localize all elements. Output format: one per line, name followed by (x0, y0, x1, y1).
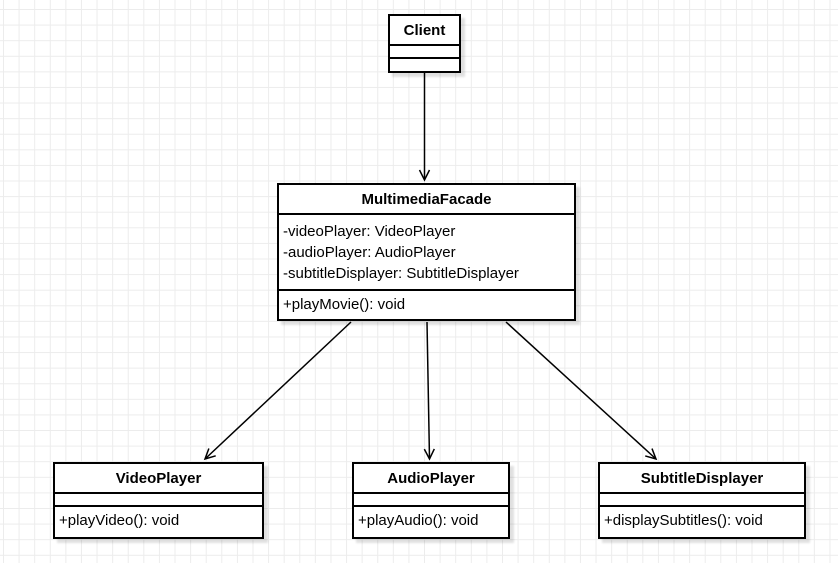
attribute-item: -subtitleDisplayer: SubtitleDisplayer (283, 265, 519, 282)
class-audioplayer[interactable]: AudioPlayer +playAudio(): void (352, 462, 510, 539)
class-client-methods (390, 59, 459, 71)
method-item: +playVideo(): void (59, 512, 180, 529)
edge-facade-to-videoplayer[interactable] (203, 321, 352, 461)
method-item: +playAudio(): void (358, 512, 479, 529)
class-subtitledisplayer[interactable]: SubtitleDisplayer +displaySubtitles(): v… (598, 462, 806, 539)
class-videoplayer[interactable]: VideoPlayer +playVideo(): void (53, 462, 264, 539)
class-multimediafacade-methods: +playMovie(): void (279, 291, 574, 319)
method-item: +displaySubtitles(): void (604, 512, 763, 529)
class-audioplayer-methods: +playAudio(): void (354, 507, 508, 537)
class-client-attributes (390, 46, 459, 59)
class-audioplayer-attributes (354, 494, 508, 507)
class-client-title: Client (390, 16, 459, 46)
class-audioplayer-title: AudioPlayer (354, 464, 508, 494)
edge-facade-to-subtitledisplayer[interactable] (505, 321, 658, 461)
edge-facade-to-audioplayer[interactable] (423, 321, 435, 461)
attribute-item: -videoPlayer: VideoPlayer (283, 223, 456, 240)
class-subtitledisplayer-attributes (600, 494, 804, 507)
class-multimediafacade-title: MultimediaFacade (279, 185, 574, 215)
class-subtitledisplayer-methods: +displaySubtitles(): void (600, 507, 804, 537)
class-videoplayer-title: VideoPlayer (55, 464, 262, 494)
class-videoplayer-methods: +playVideo(): void (55, 507, 262, 537)
class-videoplayer-attributes (55, 494, 262, 507)
class-subtitledisplayer-title: SubtitleDisplayer (600, 464, 804, 494)
method-item: +playMovie(): void (283, 296, 406, 313)
attribute-item: -audioPlayer: AudioPlayer (283, 244, 456, 261)
class-multimediafacade-attributes: -videoPlayer: VideoPlayer -audioPlayer: … (279, 215, 574, 291)
class-client[interactable]: Client (388, 14, 461, 73)
class-multimediafacade[interactable]: MultimediaFacade -videoPlayer: VideoPlay… (277, 183, 576, 321)
